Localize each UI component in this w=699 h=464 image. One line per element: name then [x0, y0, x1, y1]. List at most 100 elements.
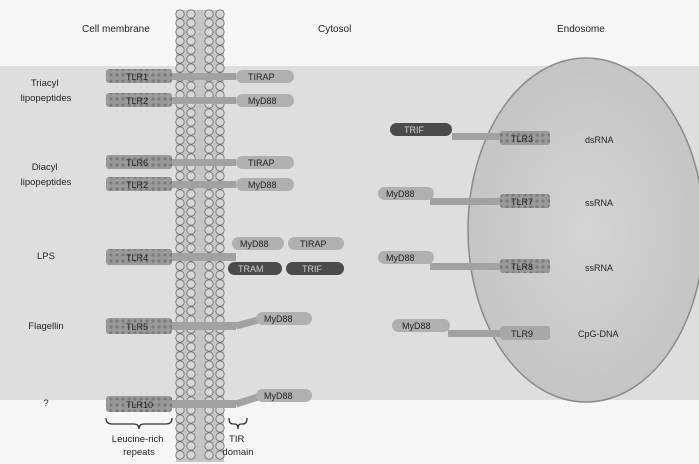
lipid-bead	[175, 45, 185, 55]
adaptor-myd88-7: MyD88	[378, 251, 434, 264]
receptor-tlr3-label: TLR3	[511, 134, 533, 144]
lipid-bead	[175, 225, 185, 235]
receptor-tlr9: TLR9	[448, 326, 550, 340]
lipid-bead	[186, 360, 196, 370]
lipid-bead	[186, 135, 196, 145]
adaptor-trif-2-label: TRIF	[404, 125, 424, 135]
adaptor-myd88-1-label: MyD88	[248, 96, 277, 106]
ligand-ssrna-1: ssRNA	[585, 198, 613, 208]
lipid-bead	[215, 360, 225, 370]
lipid-bead	[186, 432, 196, 442]
lipid-bead	[215, 369, 225, 379]
lipid-bead	[186, 369, 196, 379]
lipid-bead	[175, 288, 185, 298]
lipid-bead	[215, 171, 225, 181]
adaptor-tirap-3-label: TIRAP	[300, 239, 327, 249]
lipid-bead	[215, 306, 225, 316]
adaptor-tirap-2: TIRAP	[236, 156, 294, 169]
lipid-bead	[215, 234, 225, 244]
lipid-bead	[215, 135, 225, 145]
lipid-bead	[175, 270, 185, 280]
lipid-bead	[175, 54, 185, 64]
lipid-bead	[175, 27, 185, 37]
adaptor-trif-1-label: TRIF	[302, 264, 322, 274]
lipid-bead	[186, 414, 196, 424]
lipid-bead	[215, 9, 225, 19]
lipid-bead	[186, 216, 196, 226]
receptor-tlr8: TLR8	[430, 259, 550, 273]
lipid-bead	[204, 333, 214, 343]
lipid-bead	[204, 234, 214, 244]
adaptor-tirap-3: TIRAP	[288, 237, 344, 250]
lipid-bead	[215, 297, 225, 307]
lipid-bead	[175, 297, 185, 307]
receptor-tlr7-label: TLR7	[511, 197, 533, 207]
lipid-bead	[204, 216, 214, 226]
lipid-bead	[175, 144, 185, 154]
lipid-bead	[175, 126, 185, 136]
lipid-bead	[175, 9, 185, 19]
lipid-bead	[204, 63, 214, 73]
adaptor-myd88-4: MyD88	[256, 312, 312, 325]
brace-leucine-rich	[105, 417, 173, 430]
lipid-bead	[186, 297, 196, 307]
lipid-bead	[175, 360, 185, 370]
lipid-bead	[175, 63, 185, 73]
ligand-triacyl: Triacyl lipopeptides	[21, 78, 72, 104]
lipid-bead	[186, 9, 196, 19]
lipid-bead	[204, 225, 214, 235]
lipid-bead	[175, 108, 185, 118]
receptor-tlr6: TLR6	[106, 155, 236, 169]
receptor-tlr2-b-label: TLR2	[126, 180, 148, 190]
lipid-bead	[175, 333, 185, 343]
lipid-bead	[215, 189, 225, 199]
adaptor-myd88-1: MyD88	[236, 94, 294, 107]
ligand-flagellin: Flagellin	[28, 321, 63, 332]
header-endosome: Endosome	[557, 24, 605, 35]
adaptor-tirap-2-label: TIRAP	[248, 158, 275, 168]
lipid-bead	[175, 387, 185, 397]
lipid-bead	[186, 54, 196, 64]
lipid-bead	[204, 441, 214, 451]
lipid-bead	[175, 351, 185, 361]
lipid-bead	[175, 378, 185, 388]
lipid-bead	[186, 144, 196, 154]
lipid-bead	[186, 27, 196, 37]
lipid-bead	[215, 216, 225, 226]
lipid-bead	[204, 54, 214, 64]
receptor-tlr10: TLR10	[106, 393, 260, 412]
receptor-tlr1: TLR1	[106, 69, 236, 83]
ligand-lps: LPS	[37, 251, 55, 262]
lipid-bead	[215, 441, 225, 451]
receptor-tlr6-label: TLR6	[126, 158, 148, 168]
lipid-bead	[186, 288, 196, 298]
receptor-tlr2-a-label: TLR2	[126, 96, 148, 106]
lipid-bead	[215, 45, 225, 55]
ligand-dsrna: dsRNA	[585, 135, 614, 145]
adaptor-myd88-2: MyD88	[236, 178, 294, 191]
lipid-bead	[186, 18, 196, 28]
receptor-tlr3: TLR3	[452, 131, 550, 145]
lipid-bead	[175, 423, 185, 433]
label-lrr-line2: repeats	[123, 447, 155, 458]
adaptor-trif-1: TRIF	[286, 262, 344, 275]
receptor-tlr1-label: TLR1	[126, 72, 148, 82]
lipid-bead	[175, 234, 185, 244]
lipid-bead	[186, 261, 196, 271]
lipid-bead	[204, 171, 214, 181]
lipid-bead	[186, 423, 196, 433]
lipid-bead	[215, 243, 225, 253]
receptor-tlr5: TLR5	[106, 316, 259, 334]
label-tir-line1: TIR	[229, 434, 244, 445]
adaptor-myd88-6-label: MyD88	[386, 189, 415, 199]
lipid-bead	[204, 270, 214, 280]
ligand-cpg-dna: CpG-DNA	[578, 329, 619, 339]
lipid-bead	[186, 63, 196, 73]
receptor-tlr4: TLR4	[106, 249, 236, 265]
lipid-bead	[175, 342, 185, 352]
lipid-bead	[204, 351, 214, 361]
lipid-bead	[204, 144, 214, 154]
adaptor-tram: TRAM	[228, 262, 282, 275]
lipid-bead	[204, 27, 214, 37]
lipid-bead	[204, 288, 214, 298]
